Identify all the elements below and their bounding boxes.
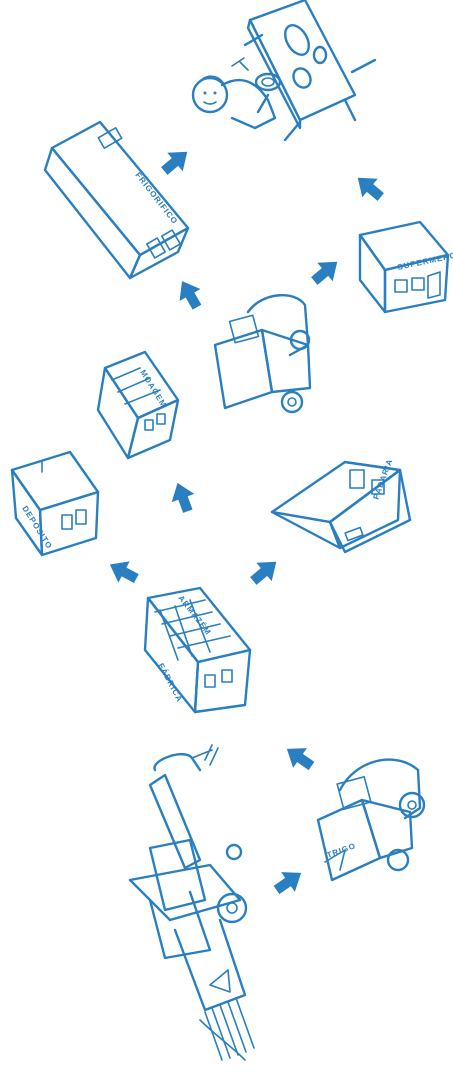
arrow-storage-to-factory — [172, 275, 208, 313]
truck-cargo-sign: TRIGO — [326, 841, 358, 860]
arrow-supermarket-to-consumer — [350, 169, 388, 207]
industry-sign: FÁBRICA — [156, 662, 184, 704]
factory-sign: FRIGORIFICO — [133, 171, 179, 227]
industry-building-icon: FÁBRICA ARMAZÉM — [145, 588, 250, 712]
storage-sign: MOAGEM — [138, 368, 168, 409]
flow-arrows — [104, 143, 388, 900]
arrow-shop-to-storage — [166, 479, 199, 515]
small-shop-sign: DEPÓSITO — [20, 504, 54, 550]
arrow-harvester-to-truck — [270, 863, 308, 900]
delivery-truck-icon — [215, 295, 310, 412]
arrow-factory-to-consumer — [157, 143, 195, 181]
factory-building-icon: FRIGORIFICO — [45, 122, 188, 278]
storage-building-icon: MOAGEM — [98, 352, 178, 458]
arrow-industry-to-small-shop — [104, 554, 142, 589]
bakery-building-icon: PADARIA — [272, 457, 410, 552]
arrow-truck-to-industry — [280, 739, 318, 776]
combine-harvester-icon — [130, 745, 254, 1060]
grain-truck-icon: TRIGO — [318, 760, 424, 880]
arrow-truck-to-supermarket — [307, 253, 345, 291]
person-at-table-icon — [193, 0, 375, 140]
supermarket-icon: SUPERMERCADO — [360, 222, 453, 312]
arrow-industry-to-bakery — [246, 553, 284, 591]
small-shop-icon: DEPÓSITO — [12, 452, 98, 555]
